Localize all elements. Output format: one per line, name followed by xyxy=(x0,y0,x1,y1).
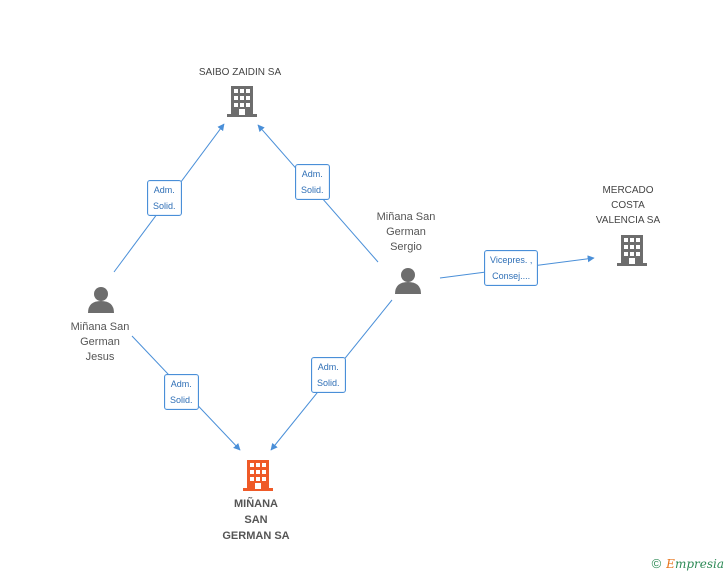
node-label-line: German xyxy=(386,226,426,238)
footer-brand: © Empresia xyxy=(652,556,724,571)
node-label-jesus[interactable]: Miñana San German Jesus xyxy=(54,320,146,365)
edge-label-sergio-minana[interactable]: Adm. Solid. xyxy=(311,357,346,393)
edge-label-line: Vicepres. , xyxy=(490,255,533,265)
node-label-saibo[interactable]: SAIBO ZAIDIN SA xyxy=(180,65,300,80)
node-label-line: Jesus xyxy=(85,351,115,363)
edge-label-line: Solid. xyxy=(317,378,340,388)
node-label-sergio[interactable]: Miñana San German Sergio xyxy=(360,210,452,255)
node-label-line: VALENCIA SA xyxy=(595,215,661,226)
edge-label-sergio-mercado[interactable]: Vicepres. , Consej.... xyxy=(484,250,539,286)
building-icon[interactable] xyxy=(227,86,257,117)
node-label-line: Sergio xyxy=(390,241,422,253)
edge-label-line: Solid. xyxy=(301,185,324,195)
node-label-line: GERMAN SA xyxy=(222,530,290,542)
brand-initial: E xyxy=(666,556,675,571)
building-icon[interactable] xyxy=(243,460,273,491)
node-label-minana-sa[interactable]: MIÑANA SAN GERMAN SA xyxy=(208,496,304,544)
person-icon[interactable] xyxy=(395,268,421,294)
node-label-mercado[interactable]: MERCADO COSTA VALENCIA SA xyxy=(578,183,678,228)
node-label-line: MIÑANA xyxy=(234,498,278,510)
brand-logo[interactable]: Empresia xyxy=(666,557,724,571)
edge-label-line: Solid. xyxy=(170,395,193,405)
node-label-line: German xyxy=(80,336,120,348)
node-label-line: SAIBO ZAIDIN SA xyxy=(198,67,282,78)
node-label-line: Miñana San xyxy=(376,211,436,223)
edge-label-line: Adm. xyxy=(153,185,175,195)
edge-label-line: Consej.... xyxy=(492,271,531,281)
edge-label-sergio-saibo[interactable]: Adm. Solid. xyxy=(295,164,330,200)
edge-label-line: Adm. xyxy=(301,169,323,179)
brand-rest: mpresia xyxy=(674,556,724,571)
edge-label-line: Solid. xyxy=(153,201,176,211)
node-label-line: COSTA xyxy=(611,200,645,211)
edge-label-jesus-saibo[interactable]: Adm. Solid. xyxy=(147,180,182,216)
node-label-line: MERCADO xyxy=(602,185,654,196)
building-icon[interactable] xyxy=(617,235,647,266)
edge-label-jesus-minana[interactable]: Adm. Solid. xyxy=(164,374,199,410)
edge-label-line: Adm. xyxy=(317,362,339,372)
edge-label-line: Adm. xyxy=(170,379,192,389)
copyright-icon: © xyxy=(651,556,662,571)
person-icon[interactable] xyxy=(88,287,114,313)
node-label-line: SAN xyxy=(244,514,268,526)
node-label-line: Miñana San xyxy=(70,321,130,333)
